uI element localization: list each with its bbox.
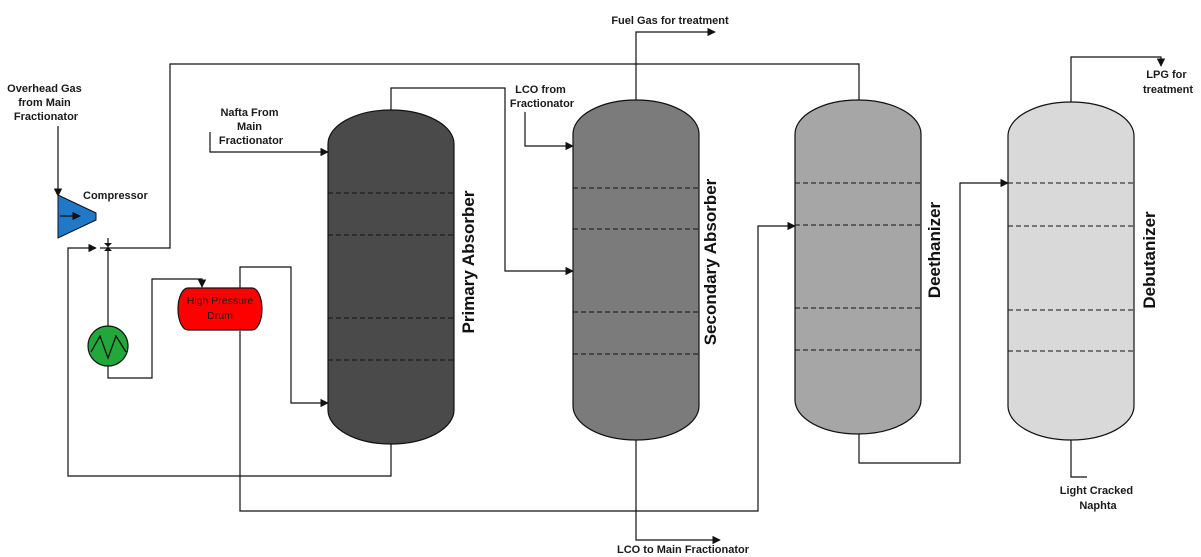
pipe-drum-liquid-to-deethanizer: [239, 221, 796, 512]
lco-from-line: LCO from: [515, 84, 566, 96]
drum-label-line2: Drum: [207, 310, 233, 322]
debutanizer-vessel: [1007, 101, 1135, 441]
light-naphtha-line: Light Cracked: [1060, 485, 1133, 497]
pipe-lco-out: [635, 440, 721, 545]
compressor: Compressor: [57, 190, 149, 251]
deethanizer-vessel: [794, 99, 922, 435]
nafta-line: Fractionator: [219, 135, 284, 147]
pipe-primary-overhead-to-secondary: [390, 87, 574, 276]
lpg-line: LPG for: [1146, 69, 1187, 81]
nafta-line: Nafta From: [220, 107, 278, 119]
light-naphtha-label: Light Cracked Naphta: [1060, 485, 1136, 512]
heat-exchanger: [87, 325, 129, 367]
pipe-drum-to-primary: [239, 266, 329, 408]
pipe-lco-feed: [524, 112, 574, 151]
pipe-lpg-out: [1070, 56, 1166, 102]
secondary-absorber-vessel: [572, 99, 700, 441]
lco-from-label: LCO from Fractionator: [510, 84, 575, 110]
secondary-absorber-label: Secondary Absorber: [701, 178, 720, 345]
high-pressure-drum-vessel: [177, 287, 263, 331]
pipe-nafta-feed: [209, 132, 329, 157]
pipe-fuel-gas-out: [635, 27, 716, 100]
nafta-line: Main: [237, 121, 262, 133]
heat-exchanger-icon: [87, 325, 129, 367]
drum-label-line1: High Pressure: [187, 295, 254, 307]
nafta-label: Nafta From Main Fractionator: [219, 107, 284, 147]
primary-absorber-label: Primary Absorber: [459, 190, 478, 333]
compressor-label: Compressor: [83, 190, 149, 202]
column-primary-absorber: Primary Absorber: [327, 109, 478, 445]
pipe-light-naphtha-out: [1070, 440, 1087, 478]
lpg-line: treatment: [1143, 84, 1193, 96]
overhead-gas-line: Overhead Gas: [7, 83, 82, 95]
pipes: [53, 27, 1166, 545]
pipe-primary-bottoms-recycle: [67, 243, 392, 477]
pipe-exchanger-to-drum: [107, 278, 207, 379]
high-pressure-drum: High Pressure Drum: [177, 287, 263, 331]
lpg-label: LPG for treatment: [1143, 69, 1193, 96]
pipe-deethanizer-overhead-recycle: [100, 63, 860, 249]
overhead-gas-label: Overhead Gas from Main Fractionator: [7, 83, 85, 123]
lco-to-label: LCO to Main Fractionator: [617, 544, 750, 556]
column-deethanizer: Deethanizer: [794, 99, 944, 435]
overhead-gas-line: from Main: [18, 97, 71, 109]
pipe-deethanizer-to-debutanizer: [858, 178, 1009, 464]
debutanizer-label: Debutanizer: [1140, 211, 1159, 309]
valve-icon: [104, 243, 112, 251]
column-secondary-absorber: Secondary Absorber: [572, 99, 720, 441]
heat-exchanger-coil: [90, 334, 127, 360]
lco-from-line: Fractionator: [510, 98, 575, 110]
column-debutanizer: Debutanizer: [1007, 101, 1159, 441]
overhead-gas-line: Fractionator: [14, 111, 79, 123]
deethanizer-label: Deethanizer: [925, 201, 944, 298]
fuel-gas-label: Fuel Gas for treatment: [611, 15, 729, 27]
primary-absorber-vessel: [327, 109, 455, 445]
light-naphtha-line: Naphta: [1079, 500, 1117, 512]
stream-labels: Overhead Gas from Main Fractionator Naft…: [7, 15, 1193, 556]
